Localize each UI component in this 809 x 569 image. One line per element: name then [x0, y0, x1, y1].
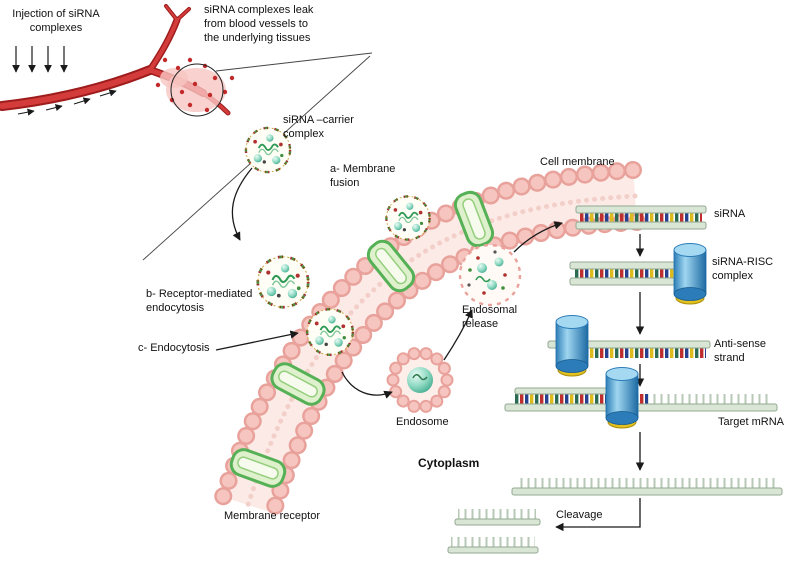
label-membrane-fusion: a- Membrane fusion: [330, 163, 396, 189]
label-target-mrna: Target mRNA: [718, 416, 785, 428]
label-leak: siRNA complexes leak from blood vessels …: [204, 4, 314, 44]
label-antisense: Anti-sense strand: [714, 338, 766, 364]
magnifier-circle: [170, 63, 224, 117]
sirna-duplex: [575, 205, 707, 230]
label-cytoplasm: Cytoplasm: [418, 456, 480, 470]
antisense-strand: [547, 315, 711, 377]
cleaved-mrna-fragment-2: [447, 537, 539, 554]
pathway-arrows: [215, 167, 645, 532]
cell-membrane-band: [214, 161, 646, 522]
endosomal-release-vesicle: [458, 243, 522, 307]
arrow-to-sirna: [513, 221, 563, 253]
blood-flow-arrows: [17, 89, 117, 116]
leaked-sirna-dots: [155, 57, 235, 113]
label-receptor-endocytosis: b- Receptor-mediated endocytosis: [146, 288, 253, 314]
arrow-endocytosis-b: [231, 167, 253, 241]
label-sirna-risc: siRNA-RISC complex: [712, 256, 774, 282]
label-cleavage: Cleavage: [556, 509, 603, 521]
free-mrna-strand: [511, 478, 783, 496]
arrow-endocytosis-c: [215, 330, 299, 351]
label-endocytosis: c- Endocytosis: [138, 342, 210, 354]
label-cell-membrane: Cell membrane: [540, 156, 615, 168]
risc-cylinder-3: [605, 367, 639, 429]
injection-arrows: [12, 46, 68, 73]
label-endosome: Endosome: [396, 416, 449, 428]
sirna-risc-complex: [569, 243, 707, 305]
label-membrane-receptor: Membrane receptor: [224, 510, 320, 522]
label-endosomal-release: Endosomal release: [462, 304, 518, 330]
endosome-vesicle: [386, 346, 454, 414]
label-sirna: siRNA: [714, 208, 746, 220]
arrow-to-endosome: [341, 371, 393, 399]
arrow-to-release: [443, 309, 473, 361]
label-injection: Injection of siRNA complexes: [12, 8, 100, 34]
cleavage-arrow: [555, 498, 641, 532]
risc-cylinder-2: [555, 315, 589, 377]
cleaved-mrna-fragment-1: [454, 509, 541, 526]
target-mrna-complex: [504, 367, 778, 429]
inflammation-site: [155, 57, 235, 117]
risc-cylinder-1: [673, 243, 707, 305]
label-carrier-complex: siRNA –carrier complex: [283, 114, 354, 140]
